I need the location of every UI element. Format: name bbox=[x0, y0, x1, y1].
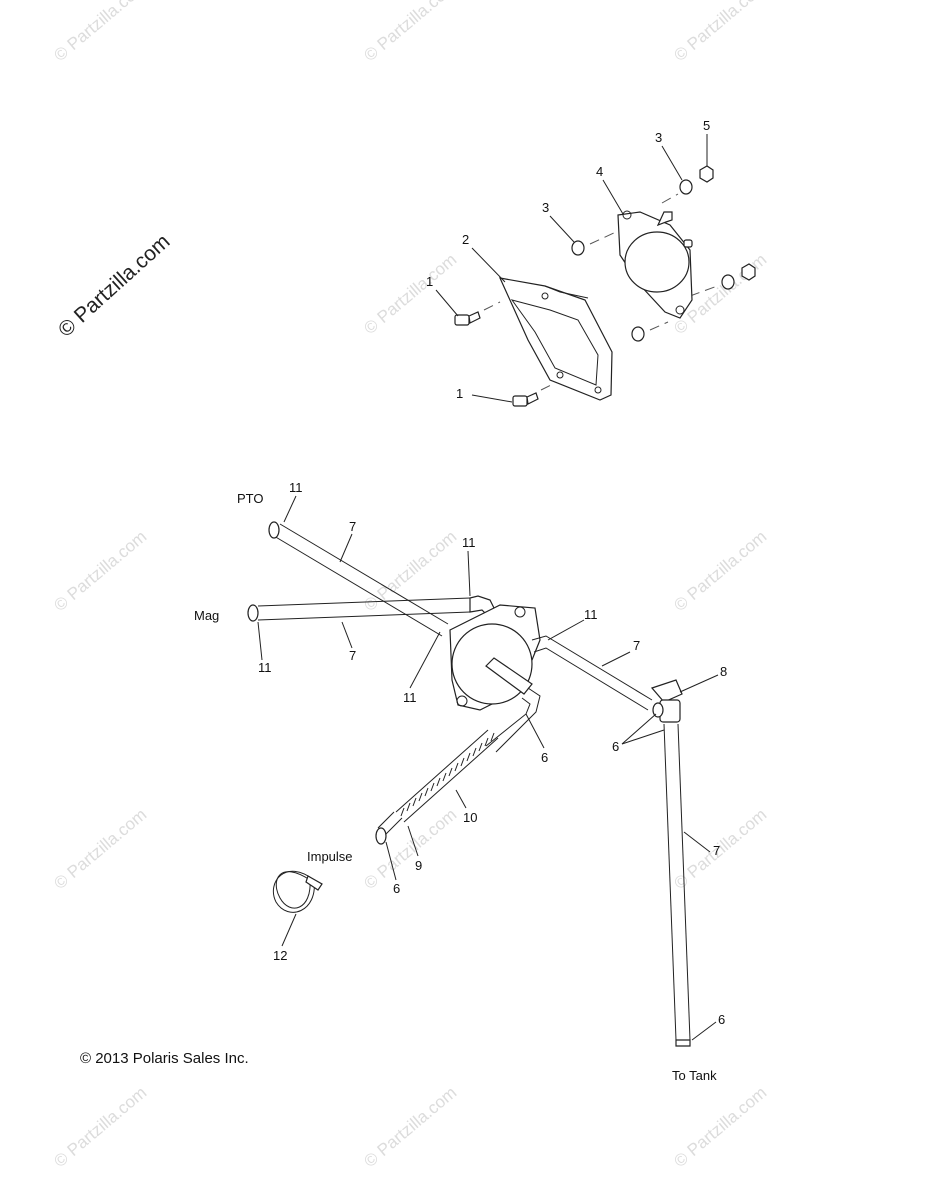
cable-tie bbox=[272, 870, 323, 913]
copyright-text: © 2013 Polaris Sales Inc. bbox=[80, 1050, 249, 1067]
callout-label: 9 bbox=[415, 858, 422, 873]
callout-label: 2 bbox=[462, 232, 469, 247]
to-tank-hose bbox=[663, 723, 691, 1047]
callout-label: 6 bbox=[393, 881, 400, 896]
callout-label: 7 bbox=[349, 519, 356, 534]
watermark: © Partzilla.com bbox=[670, 1083, 770, 1171]
lower-fuel-pump bbox=[449, 604, 541, 711]
lower-assembly bbox=[247, 521, 691, 1047]
washer bbox=[721, 274, 735, 290]
callout-label: 6 bbox=[541, 750, 548, 765]
callout-label: 5 bbox=[703, 118, 710, 133]
pto-label: PTO bbox=[237, 491, 264, 506]
watermark: © Partzilla.com bbox=[360, 1083, 460, 1171]
upper-assembly bbox=[454, 165, 756, 407]
watermark: © Partzilla.com bbox=[50, 1083, 150, 1171]
diagram-text-labels: PTO Mag Impulse To Tank bbox=[194, 491, 717, 1083]
nut bbox=[741, 263, 756, 281]
watermark: © Partzilla.com bbox=[360, 0, 460, 65]
callout-label: 7 bbox=[633, 638, 640, 653]
callout-label: 6 bbox=[718, 1012, 725, 1027]
callout-label: 3 bbox=[542, 200, 549, 215]
right-hose bbox=[531, 635, 653, 711]
callout-label: 8 bbox=[720, 664, 727, 679]
watermark: © Partzilla.com bbox=[360, 250, 460, 338]
callout-label: 11 bbox=[462, 535, 476, 550]
bolt bbox=[512, 392, 539, 407]
shutoff-valve bbox=[650, 679, 683, 723]
callout-label: 11 bbox=[258, 660, 272, 675]
mag-label: Mag bbox=[194, 608, 219, 623]
callout-label: 3 bbox=[655, 130, 662, 145]
watermark: © Partzilla.com bbox=[670, 527, 770, 615]
washer bbox=[571, 240, 585, 256]
watermark: © Partzilla.com bbox=[670, 805, 770, 893]
to-tank-label: To Tank bbox=[672, 1068, 717, 1083]
callout-label: 7 bbox=[349, 648, 356, 663]
spring-sleeve bbox=[395, 729, 499, 823]
callout-label: 1 bbox=[456, 386, 463, 401]
nut bbox=[699, 165, 714, 183]
washer bbox=[631, 326, 645, 342]
impulse-hose-elbow bbox=[485, 687, 541, 753]
main-watermark: © Partzilla.com bbox=[54, 230, 175, 342]
watermark: © Partzilla.com bbox=[50, 527, 150, 615]
watermark: © Partzilla.com bbox=[360, 805, 460, 893]
callout-label: 6 bbox=[612, 739, 619, 754]
callout-label: 4 bbox=[596, 164, 603, 179]
watermark: © Partzilla.com bbox=[50, 0, 150, 65]
callout-label: 11 bbox=[584, 607, 598, 622]
callout-label: 11 bbox=[403, 690, 417, 705]
mounting-bracket bbox=[498, 277, 613, 401]
washer bbox=[679, 179, 693, 195]
bolt bbox=[454, 311, 481, 326]
callout-label: 12 bbox=[273, 948, 287, 963]
impulse-label: Impulse bbox=[307, 849, 353, 864]
watermark-layer: © Partzilla.com © Partzilla.com © Partzi… bbox=[50, 0, 770, 1171]
upper-callouts: 1 1 2 3 3 4 5 bbox=[426, 118, 710, 403]
watermark: © Partzilla.com bbox=[670, 0, 770, 65]
callout-label: 11 bbox=[289, 480, 303, 495]
callout-label: 7 bbox=[713, 843, 720, 858]
impulse-hose-end bbox=[375, 811, 403, 845]
callout-label: 10 bbox=[463, 810, 477, 825]
pto-hose bbox=[268, 521, 449, 637]
lower-callouts: 11 7 11 11 7 11 11 7 8 6 6 10 9 6 7 12 6 bbox=[257, 480, 727, 1041]
fuel-pump bbox=[617, 210, 693, 319]
watermark: © Partzilla.com bbox=[50, 805, 150, 893]
callout-label: 1 bbox=[426, 274, 433, 289]
